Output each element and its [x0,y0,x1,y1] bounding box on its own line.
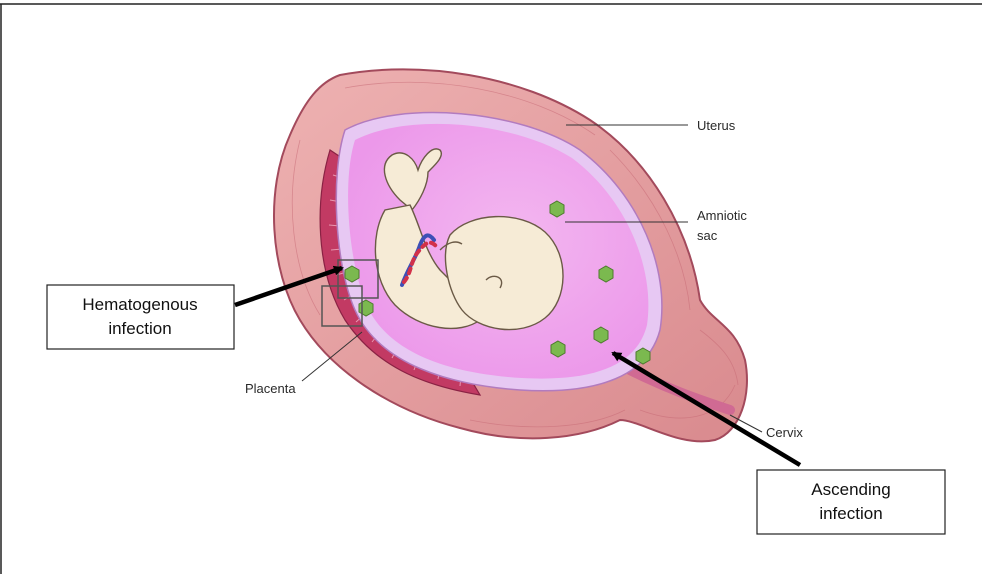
label-amniotic: Amniotic [697,208,747,223]
pathogen [551,341,565,357]
pathogen [599,266,613,282]
pathogen [359,300,373,316]
callout-hematogenous: Hematogenous infection [47,285,234,349]
callout-ascending-line1: Ascending [811,480,890,499]
pathogen [594,327,608,343]
pathogen [345,266,359,282]
pathogen [636,348,650,364]
label-uterus: Uterus [697,118,736,133]
label-cervix: Cervix [766,425,803,440]
callout-hematogenous-line1: Hematogenous [82,295,197,314]
label-placenta: Placenta [245,381,296,396]
callout-ascending: Ascending infection [757,470,945,534]
pathogen [550,201,564,217]
label-sac: sac [697,228,718,243]
callout-hematogenous-line2: infection [108,319,171,338]
callout-ascending-line2: infection [819,504,882,523]
